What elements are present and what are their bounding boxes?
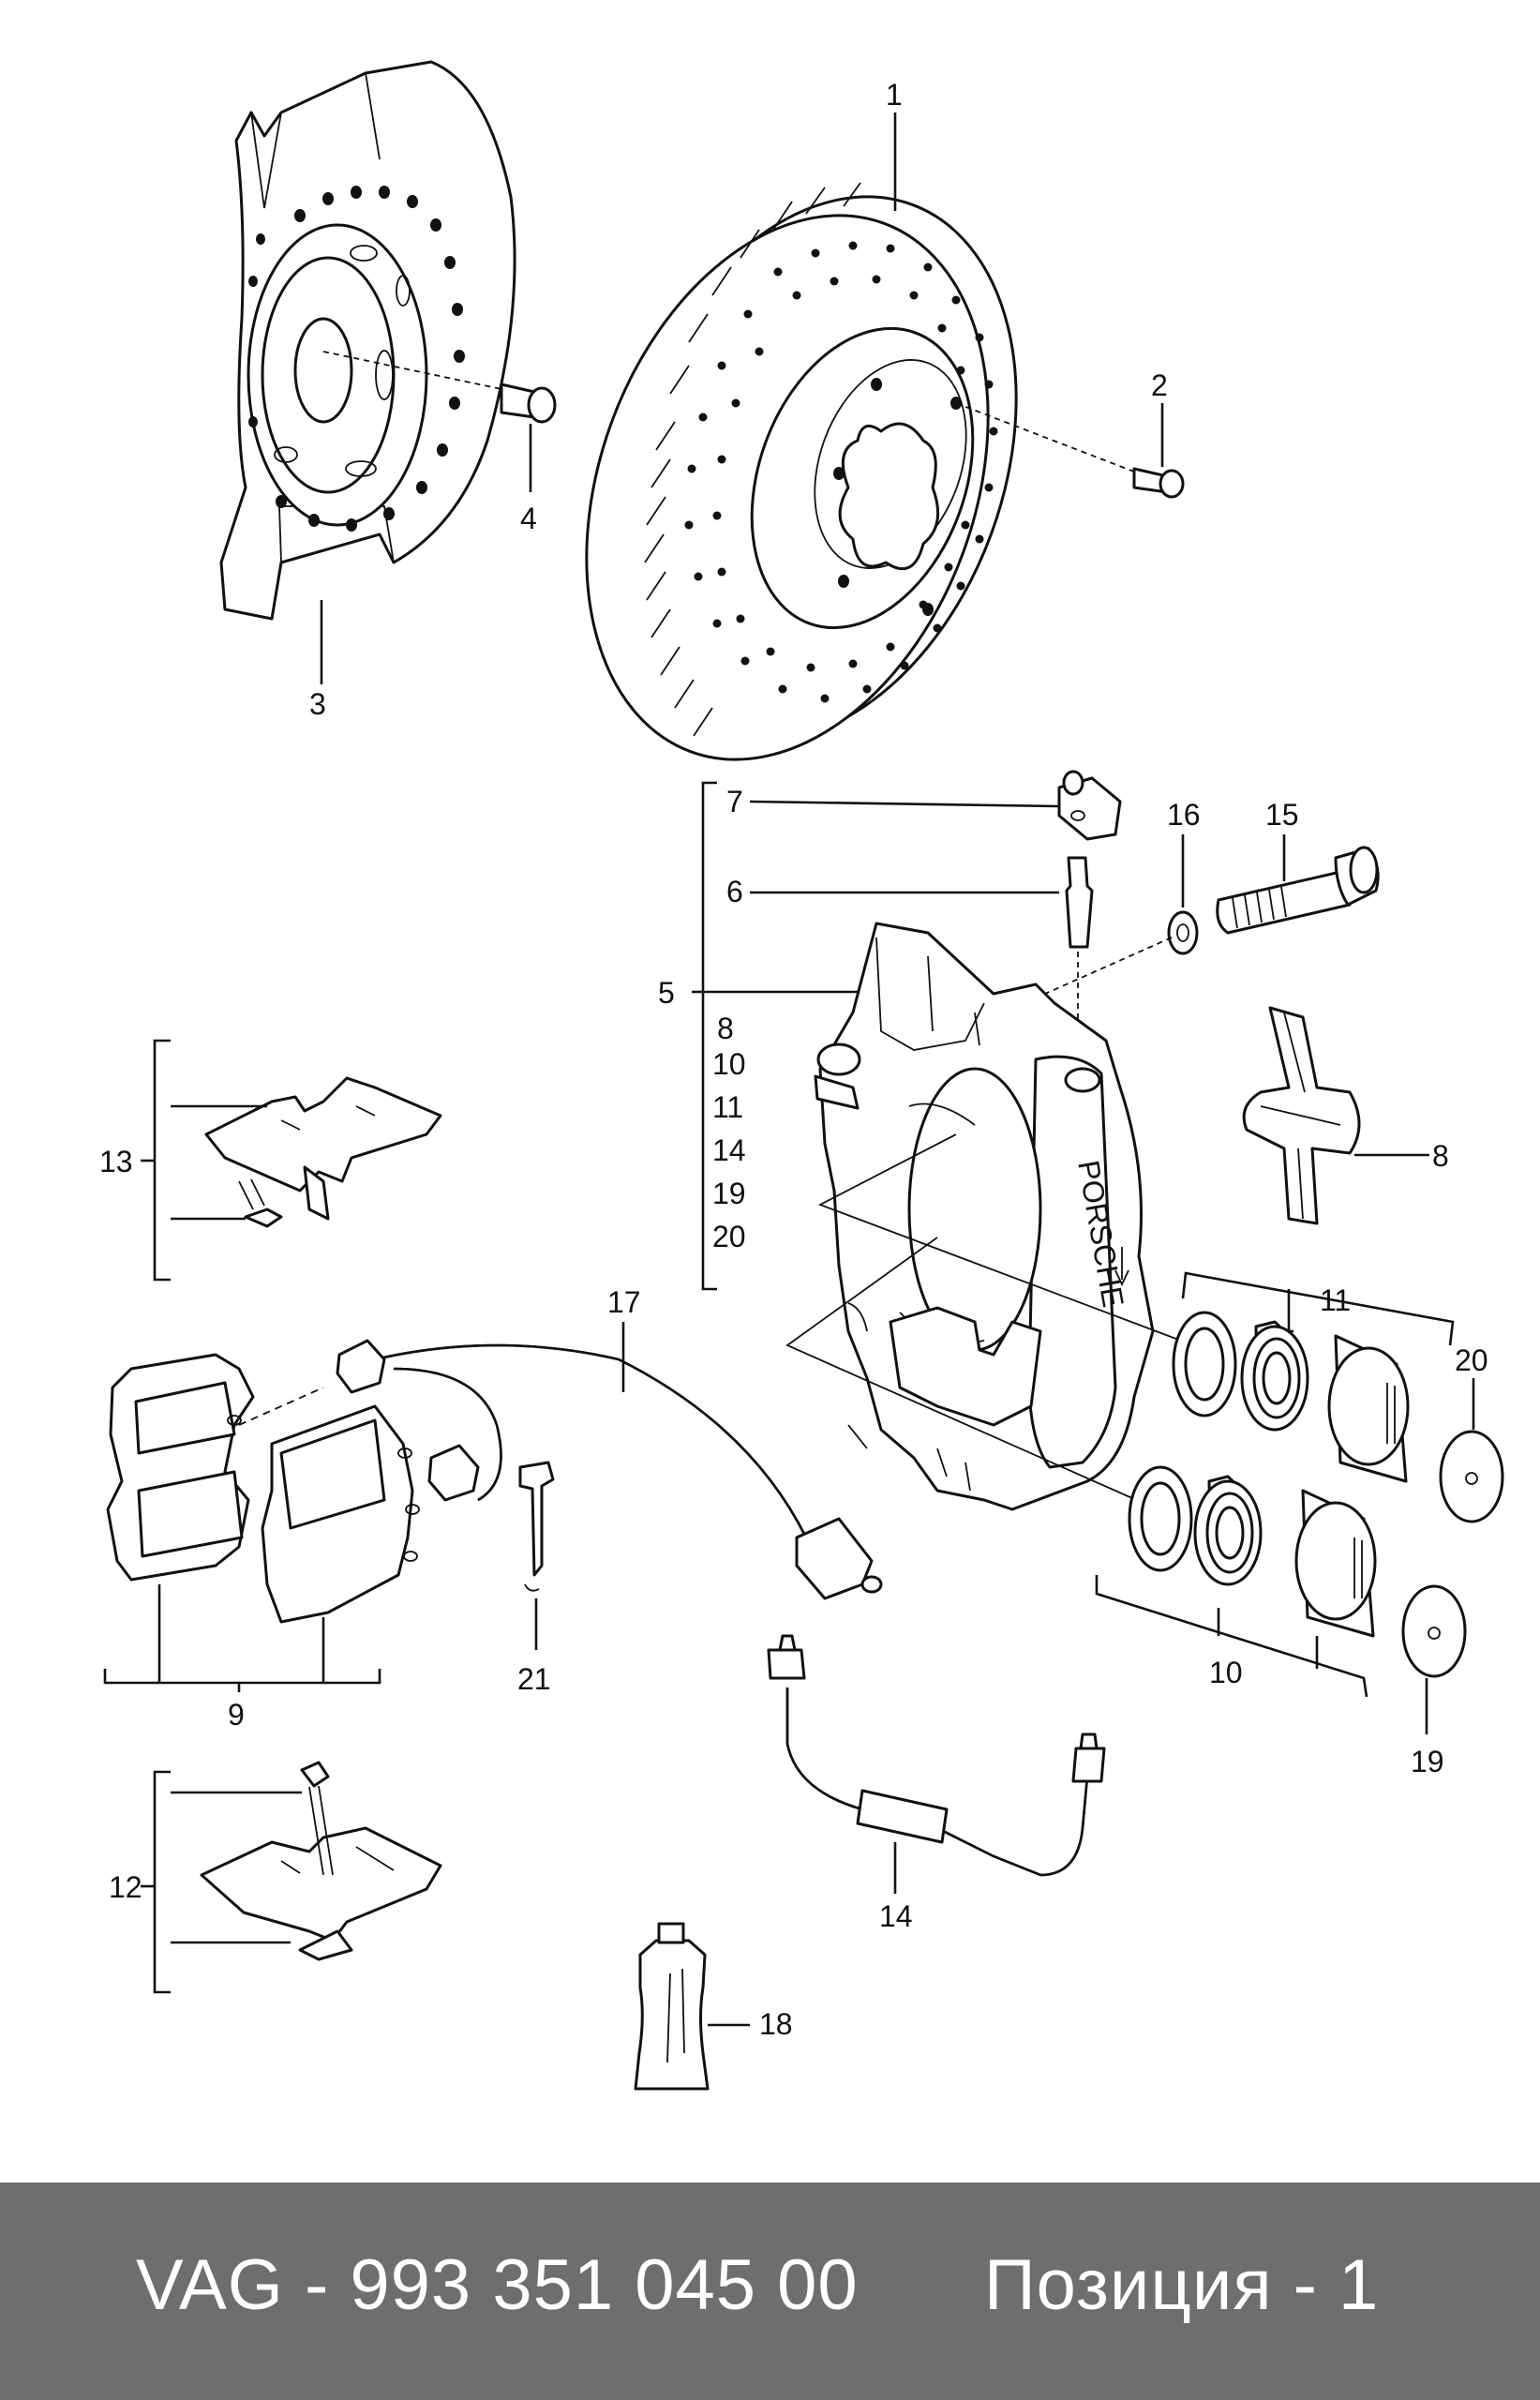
part-11-piston-set (1172, 1271, 1455, 1483)
position-label: Позиция - 1 (984, 2245, 1380, 2325)
part-4-bolt (500, 382, 557, 492)
part-12-retaining-plate (141, 1761, 442, 1994)
part-17-wear-sensor (238, 1322, 883, 1600)
caliper-group-bracket (692, 781, 862, 1291)
callout-8: 8 (1432, 1139, 1449, 1173)
caliper-list-item: 20 (712, 1220, 746, 1253)
part-13-retaining-plate (141, 1039, 442, 1282)
caliper-explode-lines (785, 1133, 1182, 1510)
part-3-brake-shield (219, 60, 516, 684)
callout-11: 11 (1320, 1283, 1351, 1317)
callout-6: 6 (726, 875, 743, 908)
brake-caliper: PORSCHE (814, 922, 1155, 1511)
caliper-list-item: 11 (712, 1090, 743, 1124)
callout-15: 15 (1265, 798, 1299, 832)
callout-20: 20 (1455, 1343, 1488, 1377)
disc-cross-drill-holes (684, 241, 998, 703)
callout-9: 9 (228, 1698, 245, 1732)
part-2-screw (1132, 403, 1185, 499)
part-16-washer (1044, 834, 1199, 995)
callout-14: 14 (879, 1899, 913, 1933)
part-1-brake-disc (585, 112, 1140, 761)
disc-vents (644, 182, 861, 737)
callout-10: 10 (1209, 1656, 1243, 1689)
part-15-caliper-bolt (1216, 834, 1380, 935)
callout-5: 5 (658, 976, 675, 1010)
callout-12: 12 (109, 1870, 142, 1904)
callout-1: 1 (886, 78, 903, 112)
callout-19: 19 (1411, 1745, 1444, 1778)
callout-2: 2 (1151, 368, 1168, 402)
part-14-brake-hose (767, 1634, 1106, 1894)
part-9-brake-pads (103, 1353, 420, 1692)
callout-16: 16 (1167, 798, 1201, 832)
callout-17: 17 (607, 1285, 641, 1319)
part-caption-bar: VAG - 993 351 045 00 Позиция - 1 (0, 2182, 1540, 2400)
part-20-piston-shim (1439, 1378, 1504, 1523)
callout-7: 7 (726, 785, 743, 818)
part-19-piston-shim (1401, 1584, 1467, 1734)
part-6-bleeder-valve (750, 856, 1094, 1088)
caliper-list-item: 19 (712, 1177, 746, 1210)
part-21-sensor (518, 1461, 555, 1650)
shield-holes (248, 186, 465, 532)
caliper-list-item: 10 (712, 1047, 746, 1081)
exploded-parts-diagram: 3 4 (99, 60, 1504, 2091)
callout-4: 4 (520, 502, 537, 535)
part-8-spring-clip (1242, 1006, 1429, 1225)
part-number: VAG - 993 351 045 00 (136, 2245, 859, 2325)
caliper-contents-list: 8 10 11 14 19 20 (712, 1012, 746, 1253)
callout-18: 18 (759, 2007, 793, 2041)
caliper-list-item: 14 (712, 1133, 746, 1167)
callout-21: 21 (517, 1662, 551, 1696)
part-18-grease-tube (634, 1922, 750, 2091)
callout-13: 13 (99, 1145, 133, 1178)
caliper-list-item: 8 (717, 1012, 734, 1045)
callout-3: 3 (309, 687, 326, 721)
part-7-bleeder-cap (749, 770, 1122, 841)
part-10-piston-set (1095, 1465, 1377, 1698)
